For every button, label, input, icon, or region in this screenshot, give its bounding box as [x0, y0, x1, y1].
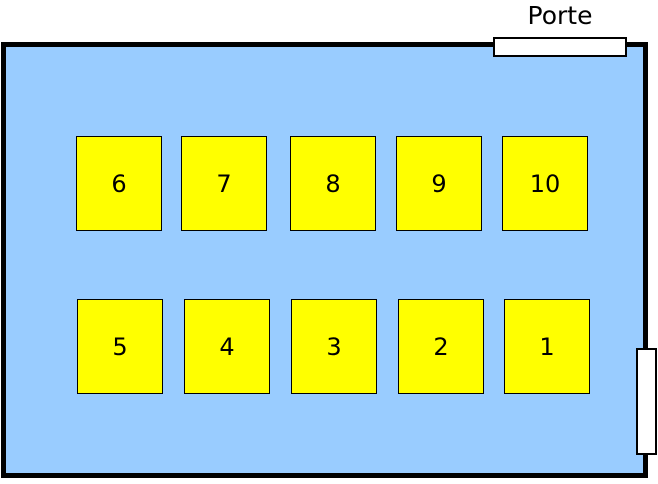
desk-7: 7 — [181, 136, 267, 231]
desk-5: 5 — [77, 299, 163, 394]
desk-2: 2 — [398, 299, 484, 394]
desk-6: 6 — [76, 136, 162, 231]
desk-10: 10 — [502, 136, 588, 231]
desk-1: 1 — [504, 299, 590, 394]
desk-4: 4 — [184, 299, 270, 394]
door-label: Porte — [527, 1, 593, 30]
desk-3: 3 — [291, 299, 377, 394]
door-fixture — [493, 37, 627, 57]
room-floor — [1, 42, 648, 478]
desk-8: 8 — [290, 136, 376, 231]
desk-9: 9 — [396, 136, 482, 231]
window-fixture — [636, 348, 657, 455]
